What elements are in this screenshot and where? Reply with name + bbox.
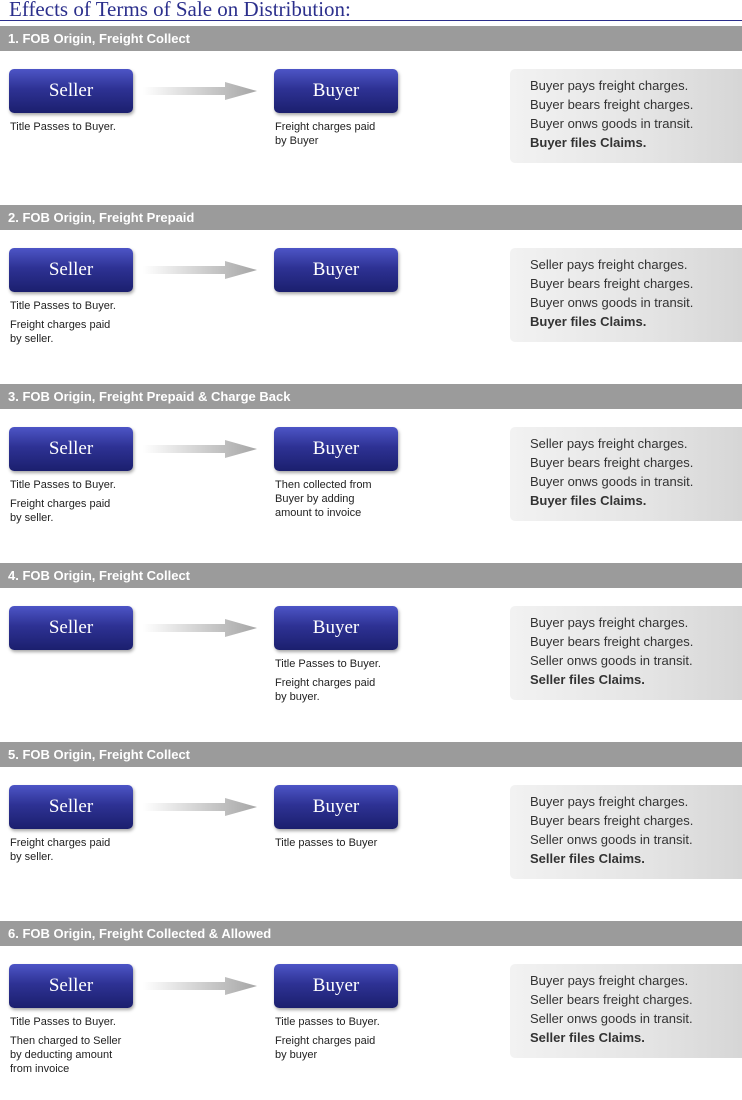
seller-note: Title Passes to Buyer. <box>10 1016 116 1028</box>
seller-note: Title Passes to Buyer. <box>10 121 116 133</box>
summary-line: Seller onws goods in transit. <box>530 832 693 847</box>
seller-note: Freight charges paid by seller. <box>10 498 111 524</box>
summary-panel: Seller pays freight charges. Buyer bears … <box>510 427 742 521</box>
section-header: 2. FOB Origin, Freight Prepaid <box>0 205 742 230</box>
summary-line: Buyer onws goods in transit. <box>530 116 694 131</box>
summary-panel: Buyer pays freight charges. Buyer bears f… <box>510 785 742 879</box>
buyer-note: Title passes to Buyer <box>275 837 378 849</box>
summary-line: Buyer bears freight charges. <box>530 813 694 828</box>
buyer-notes: Then collected from Buyer by adding amou… <box>275 478 475 525</box>
claims-line: Buyer files Claims. <box>530 314 647 329</box>
summary-line: Buyer pays freight charges. <box>530 615 689 630</box>
seller-note: Freight charges paid by seller. <box>10 837 111 863</box>
arrow-right-icon <box>143 82 257 100</box>
claims-line: Seller files Claims. <box>530 672 645 687</box>
seller-notes: Title Passes to Buyer. Freight charges pa… <box>10 478 210 530</box>
buyer-box: Buyer <box>274 427 398 471</box>
buyer-note: Title passes to Buyer. <box>275 1016 380 1028</box>
summary-panel: Buyer pays freight charges. Seller bears … <box>510 964 742 1058</box>
buyer-note: Freight charges paid by Buyer <box>275 121 376 147</box>
summary-line: Seller onws goods in transit. <box>530 653 693 668</box>
claims-line: Buyer files Claims. <box>530 493 647 508</box>
summary-line: Buyer pays freight charges. <box>530 794 689 809</box>
buyer-note: Then collected from Buyer by adding amou… <box>275 479 372 519</box>
summary-line: Buyer bears freight charges. <box>530 455 694 470</box>
seller-box: Seller <box>9 69 133 113</box>
summary-line: Buyer pays freight charges. <box>530 973 689 988</box>
summary-line: Seller onws goods in transit. <box>530 1011 693 1026</box>
buyer-notes: Freight charges paid by Buyer <box>275 120 475 153</box>
arrow-right-icon <box>143 798 257 816</box>
buyer-notes: Title passes to Buyer <box>275 836 475 855</box>
seller-note: Freight charges paid by seller. <box>10 319 111 345</box>
summary-line: Buyer onws goods in transit. <box>530 474 694 489</box>
seller-note: Then charged to Seller by deducting amou… <box>10 1035 122 1075</box>
buyer-box: Buyer <box>274 69 398 113</box>
arrow-right-icon <box>143 619 257 637</box>
buyer-box: Buyer <box>274 964 398 1008</box>
summary-line: Buyer onws goods in transit. <box>530 295 694 310</box>
buyer-box: Buyer <box>274 785 398 829</box>
page-title: Effects of Terms of Sale on Distribution… <box>9 0 351 21</box>
arrow-right-icon <box>143 440 257 458</box>
section-header: 3. FOB Origin, Freight Prepaid & Charge … <box>0 384 742 409</box>
section-header: 1. FOB Origin, Freight Collect <box>0 26 742 51</box>
seller-notes: Freight charges paid by seller. <box>10 836 210 869</box>
seller-box: Seller <box>9 248 133 292</box>
summary-panel: Seller pays freight charges. Buyer bears … <box>510 248 742 342</box>
title-divider <box>0 20 742 21</box>
summary-line: Seller bears freight charges. <box>530 992 693 1007</box>
seller-note: Title Passes to Buyer. <box>10 300 116 312</box>
summary-line: Buyer bears freight charges. <box>530 634 694 649</box>
seller-box: Seller <box>9 785 133 829</box>
section-3: 3. FOB Origin, Freight Prepaid & Charge … <box>0 384 742 563</box>
section-header: 4. FOB Origin, Freight Collect <box>0 563 742 588</box>
section-header: 6. FOB Origin, Freight Collected & Allow… <box>0 921 742 946</box>
buyer-notes: Title passes to Buyer. Freight charges pa… <box>275 1015 475 1067</box>
buyer-note: Title Passes to Buyer. <box>275 658 381 670</box>
summary-line: Buyer bears freight charges. <box>530 97 694 112</box>
seller-box: Seller <box>9 606 133 650</box>
summary-panel: Buyer pays freight charges. Buyer bears f… <box>510 69 742 163</box>
seller-box: Seller <box>9 427 133 471</box>
seller-box: Seller <box>9 964 133 1008</box>
section-6: 6. FOB Origin, Freight Collected & Allow… <box>0 921 742 1100</box>
arrow-right-icon <box>143 977 257 995</box>
claims-line: Buyer files Claims. <box>530 135 647 150</box>
buyer-notes: Title Passes to Buyer. Freight charges pa… <box>275 657 475 709</box>
buyer-box: Buyer <box>274 248 398 292</box>
claims-line: Seller files Claims. <box>530 1030 645 1045</box>
buyer-note: Freight charges paid by buyer <box>275 1035 376 1061</box>
seller-notes: Title Passes to Buyer. Freight charges pa… <box>10 299 210 351</box>
summary-line: Buyer bears freight charges. <box>530 276 694 291</box>
summary-line: Buyer pays freight charges. <box>530 78 689 93</box>
seller-notes: Title Passes to Buyer. <box>10 120 210 139</box>
seller-note: Title Passes to Buyer. <box>10 479 116 491</box>
summary-line: Seller pays freight charges. <box>530 436 688 451</box>
seller-notes: Title Passes to Buyer. Then charged to Se… <box>10 1015 210 1081</box>
summary-line: Seller pays freight charges. <box>530 257 688 272</box>
arrow-right-icon <box>143 261 257 279</box>
section-header: 5. FOB Origin, Freight Collect <box>0 742 742 767</box>
claims-line: Seller files Claims. <box>530 851 645 866</box>
buyer-note: Freight charges paid by buyer. <box>275 677 376 703</box>
buyer-box: Buyer <box>274 606 398 650</box>
summary-panel: Buyer pays freight charges. Buyer bears f… <box>510 606 742 700</box>
